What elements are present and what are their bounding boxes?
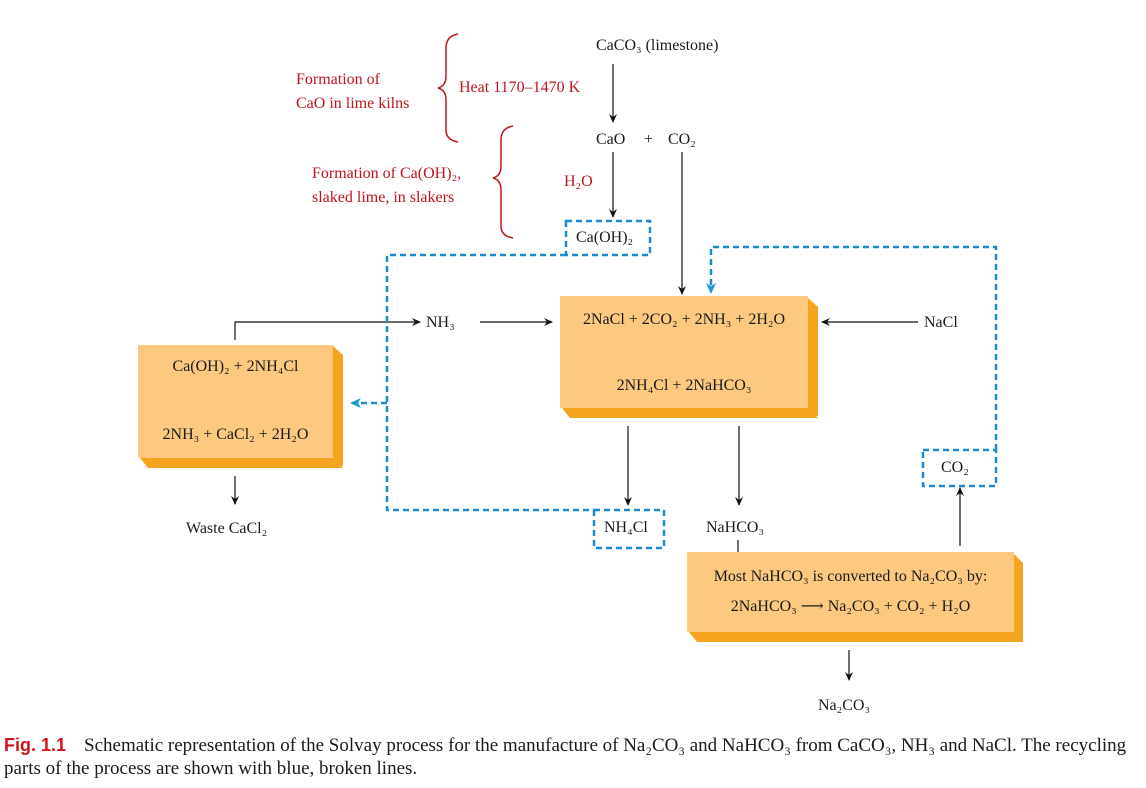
figure-label: Fig. 1.1 (4, 735, 67, 755)
main-products: 2NH₄Cl + 2NaHCO₃ (616, 377, 752, 394)
nh4cl-label: NH₄Cl (604, 519, 648, 536)
converter-box-bevel-bottom (689, 632, 1023, 642)
nh3-label: NH₃ (426, 314, 455, 331)
kiln-brace (437, 33, 459, 143)
converter-box-bevel-side (1014, 554, 1023, 642)
conversion-line1: Most NaHCO₃ is converted to Na₂CO₃ by: (713, 568, 988, 585)
ammonia-recovery-box: Ca(OH)₂ + 2NH₄Cl 2NH₃ + CaCl₂ + 2H₂O (138, 345, 333, 458)
co2-recycle-line (706, 245, 998, 450)
co2-recycle-box (921, 448, 998, 488)
water-input: H₂O (564, 173, 593, 190)
carbonation-reactor-box: 2NaCl + 2CO₂ + 2NH₃ + 2H₂O 2NH₄Cl + 2NaH… (560, 296, 808, 408)
conversion-equation: 2NaHCO₃ ⟶ Na₂CO₃ + CO₂ + H₂O (730, 598, 971, 615)
kiln-annotation: Formation of CaO in lime kilns (296, 68, 409, 116)
main-box-bevel-side (808, 298, 818, 416)
heat-condition: Heat 1170–1470 K (459, 79, 581, 96)
waste-cacl2-label: Waste CaCl₂ (186, 520, 268, 537)
co2-recycle-label: CO₂ (941, 459, 969, 476)
product-na2co3-label: Na₂CO₃ (818, 697, 871, 714)
recovery-box-bevel-side (333, 346, 343, 466)
flow-connectors (231, 33, 998, 681)
plus-sign: + (644, 131, 654, 148)
caption-text: Schematic representation of the Solvay p… (4, 735, 1127, 779)
calciner-box: Most NaHCO₃ is converted to Na₂CO₃ by: 2… (687, 552, 1014, 632)
cao-label: CaO (596, 131, 626, 148)
nh4cl-recycle-box (592, 508, 666, 550)
limestone-label: CaCO₃ (limestone) (596, 37, 719, 54)
nahco3-label: NaHCO₃ (706, 519, 765, 536)
main-reactants: 2NaCl + 2CO₂ + 2NH₃ + 2H₂O (582, 311, 786, 328)
slaker-brace (492, 125, 514, 239)
recovery-reactants: Ca(OH)₂ + 2NH₄Cl (172, 358, 299, 375)
recovery-products: 2NH₃ + CaCl₂ + 2H₂O (162, 426, 309, 443)
slaker-annotation-line1: Formation of Ca(OH)₂, (312, 165, 462, 182)
recovery-box-bevel-bottom (140, 458, 343, 468)
nacl-label: NaCl (924, 314, 958, 331)
caoh2-label: Ca(OH)₂ (576, 229, 634, 246)
main-box-bevel-bottom (562, 408, 818, 418)
kiln-annotation-line2: CaO in lime kilns (296, 95, 410, 112)
arrow-nh3-recycle (234, 318, 421, 340)
slaker-annotation-line2: slaked lime, in slakers (312, 189, 455, 206)
caoh2-recycle-box (564, 219, 652, 257)
kiln-annotation-line1: Formation of (296, 71, 380, 88)
slaker-annotation: Formation of Ca(OH)₂, slaked lime, in sl… (312, 162, 461, 210)
co2-label: CO₂ (668, 131, 696, 148)
